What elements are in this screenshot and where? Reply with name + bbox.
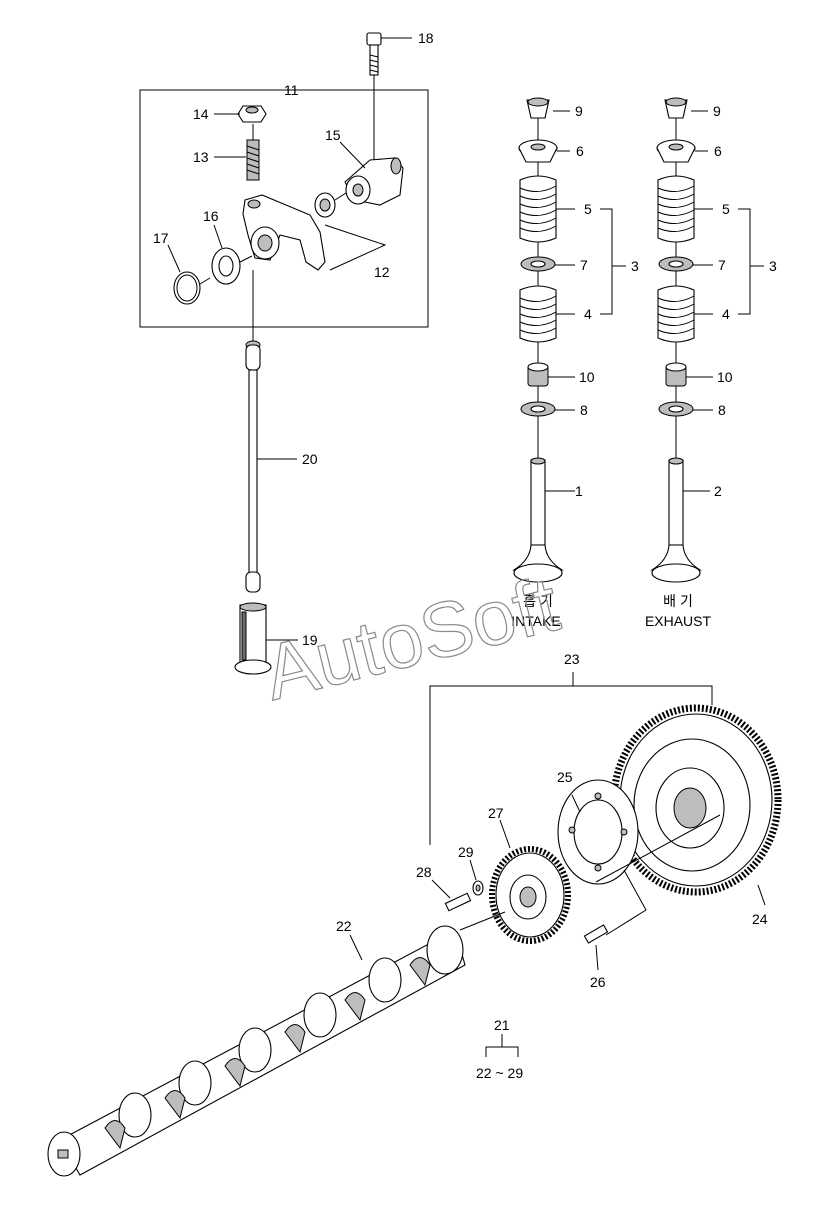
intake-caption-en: INTAKE (511, 613, 561, 629)
callout-2: 2 (714, 483, 722, 499)
callout-4: 4 (584, 306, 592, 322)
callout-17: 17 (153, 230, 169, 246)
callout-labels: 1 2 3 3 4 4 5 5 6 6 7 7 8 8 9 9 10 10 11… (153, 30, 777, 1081)
adjust-screw-13 (246, 124, 260, 181)
rocker-bracket-15 (344, 157, 404, 206)
tappet-19 (234, 602, 272, 675)
callout-6: 6 (576, 143, 584, 159)
callout-9b: 9 (713, 103, 721, 119)
callout-27: 27 (488, 805, 504, 821)
callout-26: 26 (590, 974, 606, 990)
camshaft-22 (47, 925, 466, 1177)
callout-13: 13 (193, 149, 209, 165)
push-rod-20 (245, 340, 261, 593)
intake-valve-stack (512, 97, 564, 583)
callout-7: 7 (580, 257, 588, 273)
bolt-28 (444, 892, 472, 912)
callout-19: 19 (302, 632, 318, 648)
inner-spring-4 (519, 285, 557, 343)
callout-11: 11 (284, 82, 299, 98)
leader-lines (140, 37, 766, 1057)
exhaust-valve-stack (650, 97, 702, 583)
callout-6b: 6 (714, 143, 722, 159)
exhaust-valve-2 (650, 457, 702, 583)
callout-24: 24 (752, 911, 768, 927)
rocker-assembly-box (139, 89, 429, 328)
callout-25: 25 (557, 769, 573, 785)
bracket-3-right (738, 208, 751, 315)
rocker-arm-12 (242, 194, 387, 271)
thrust-washer-16 (211, 247, 253, 285)
range-label: 22 ~ 29 (476, 1065, 523, 1081)
intake-caption-kr: 흡 기 (523, 593, 553, 609)
callout-23: 23 (564, 651, 580, 667)
callout-10: 10 (579, 369, 595, 385)
exhaust-caption-kr: 배 기 (663, 593, 693, 609)
camshaft-gear-27 (489, 846, 571, 944)
callout-16: 16 (203, 208, 219, 224)
rocker-arm-assembly (139, 32, 429, 345)
intake-valve-1 (512, 457, 564, 583)
callout-5b: 5 (722, 201, 730, 217)
callout-20: 20 (302, 451, 318, 467)
callout-3b: 3 (769, 258, 777, 274)
gear-hub-25 (557, 779, 639, 885)
callout-8: 8 (580, 402, 588, 418)
callout-7b: 7 (718, 257, 726, 273)
bolt-26 (583, 924, 609, 944)
callout-22: 22 (336, 918, 352, 934)
callout-12: 12 (374, 264, 390, 280)
callout-29: 29 (458, 844, 474, 860)
callout-3: 3 (631, 258, 639, 274)
washer-29 (472, 880, 484, 896)
callout-14: 14 (193, 106, 209, 122)
bracket-23 (429, 685, 713, 845)
callout-5: 5 (584, 201, 592, 217)
callout-28: 28 (416, 864, 432, 880)
exhaust-caption-en: EXHAUST (645, 613, 712, 629)
callout-15: 15 (325, 127, 341, 143)
nut-14 (237, 105, 267, 123)
bracket-3-left (600, 208, 613, 315)
callout-18: 18 (418, 30, 434, 46)
callout-9: 9 (575, 103, 583, 119)
callout-10b: 10 (717, 369, 733, 385)
watermark-text: AutoSoft (255, 559, 567, 717)
outer-spring-5 (519, 175, 557, 243)
snap-ring-17 (173, 271, 211, 305)
outer-spring-5b (657, 175, 695, 243)
bolt-18 (366, 32, 382, 160)
callout-8b: 8 (718, 402, 726, 418)
callout-1: 1 (575, 483, 583, 499)
inner-spring-4b (657, 285, 695, 343)
rocker-shaft (314, 192, 347, 218)
callout-4b: 4 (722, 306, 730, 322)
idler-gear-24 (610, 704, 782, 896)
callout-21: 21 (494, 1017, 510, 1033)
valve-captions: 흡 기 INTAKE 배 기 EXHAUST (511, 593, 711, 629)
